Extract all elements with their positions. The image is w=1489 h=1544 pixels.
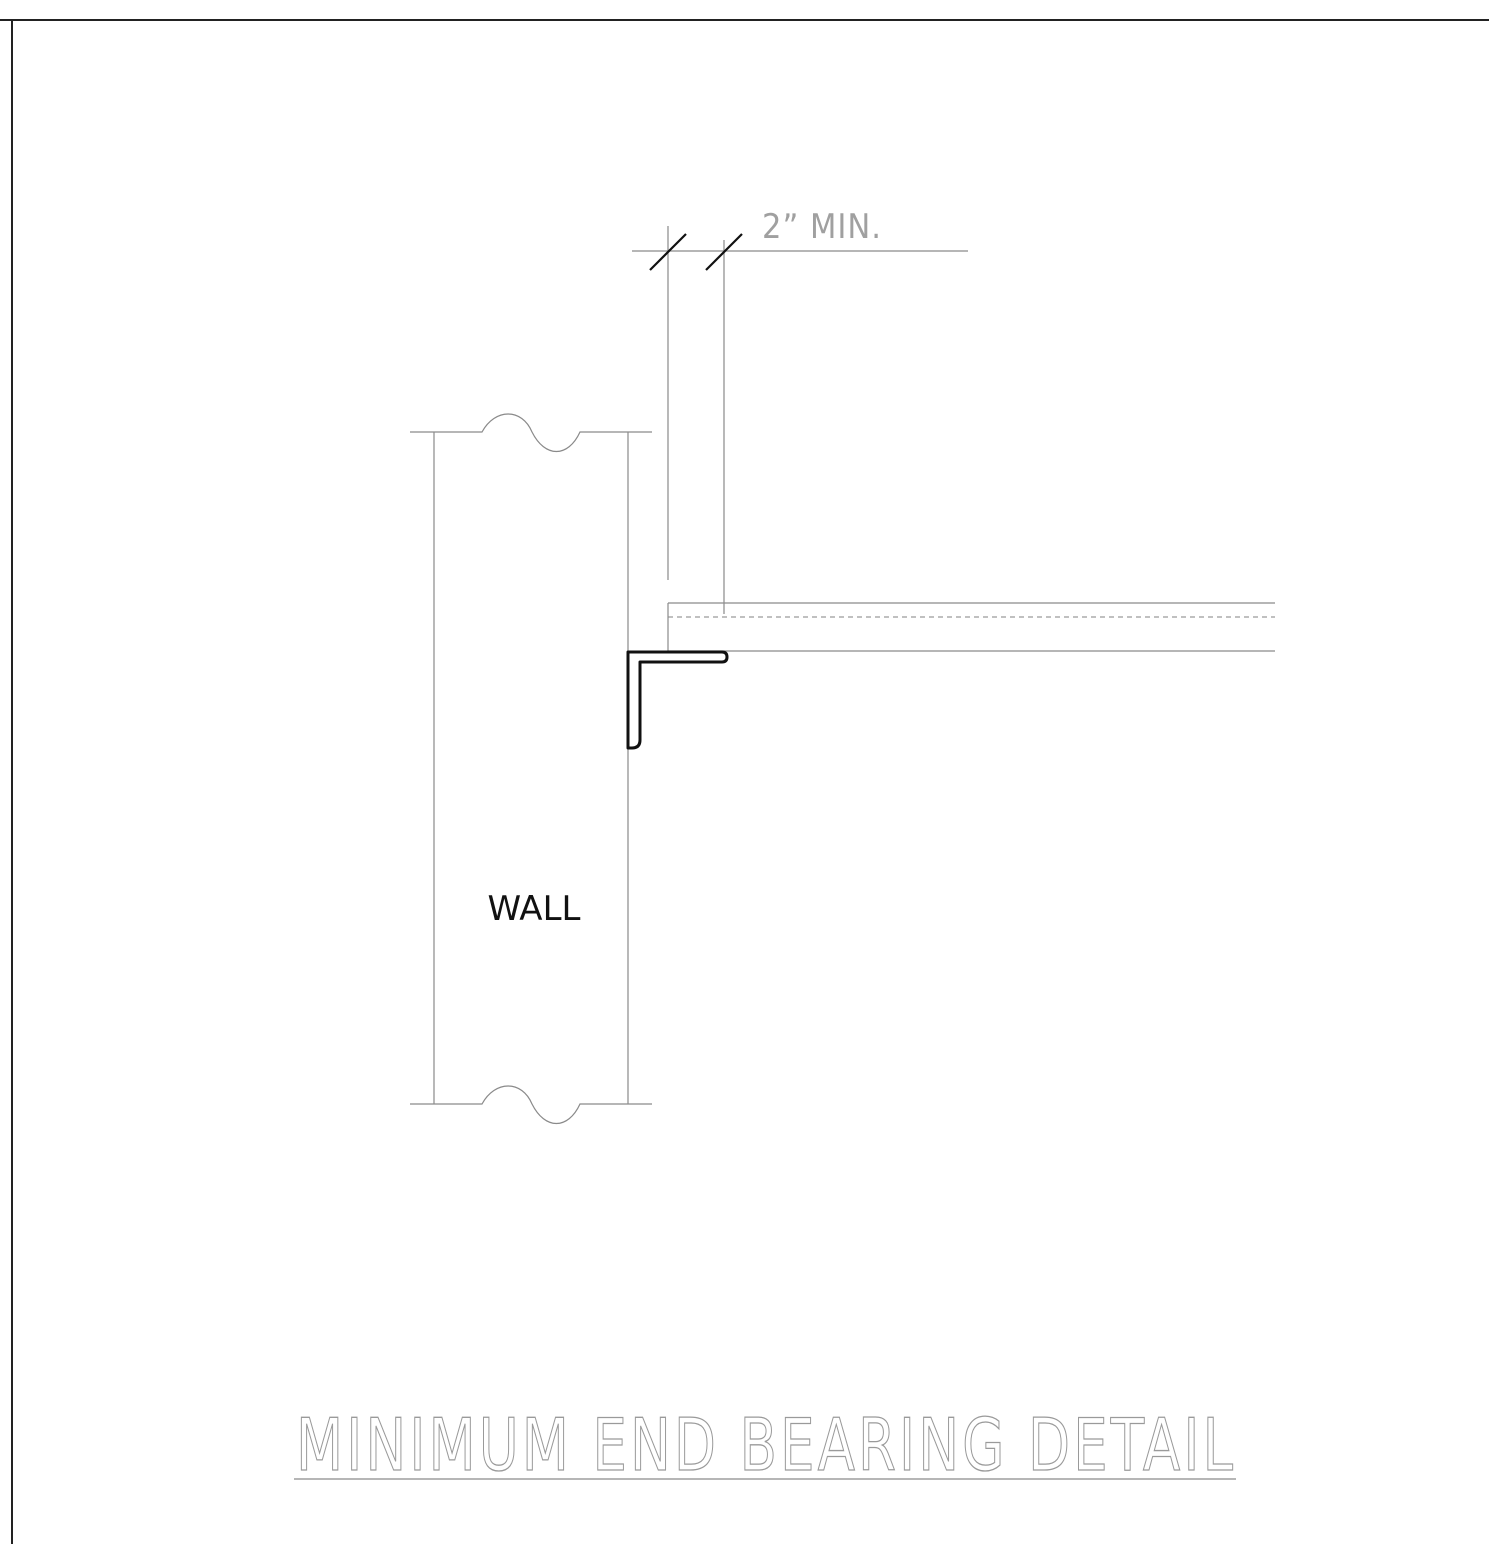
wall-top-break-line	[410, 413, 652, 452]
dimension-label: 2” MIN.	[762, 207, 882, 247]
wall-section: WALL	[410, 413, 652, 1124]
joist-member	[667, 602, 1275, 652]
steel-angle-bearing	[626, 650, 729, 750]
bearing-dimension: 2” MIN.	[632, 207, 968, 614]
detail-title: MINIMUM END BEARING DETAIL	[294, 1402, 1236, 1488]
dimension-tick-right	[705, 233, 743, 271]
detail-title-text: MINIMUM END BEARING DETAIL	[296, 1403, 1236, 1487]
wall-bottom-break-line	[410, 1085, 652, 1124]
wall-label: WALL	[488, 889, 581, 929]
dimension-tick-left	[649, 233, 687, 271]
